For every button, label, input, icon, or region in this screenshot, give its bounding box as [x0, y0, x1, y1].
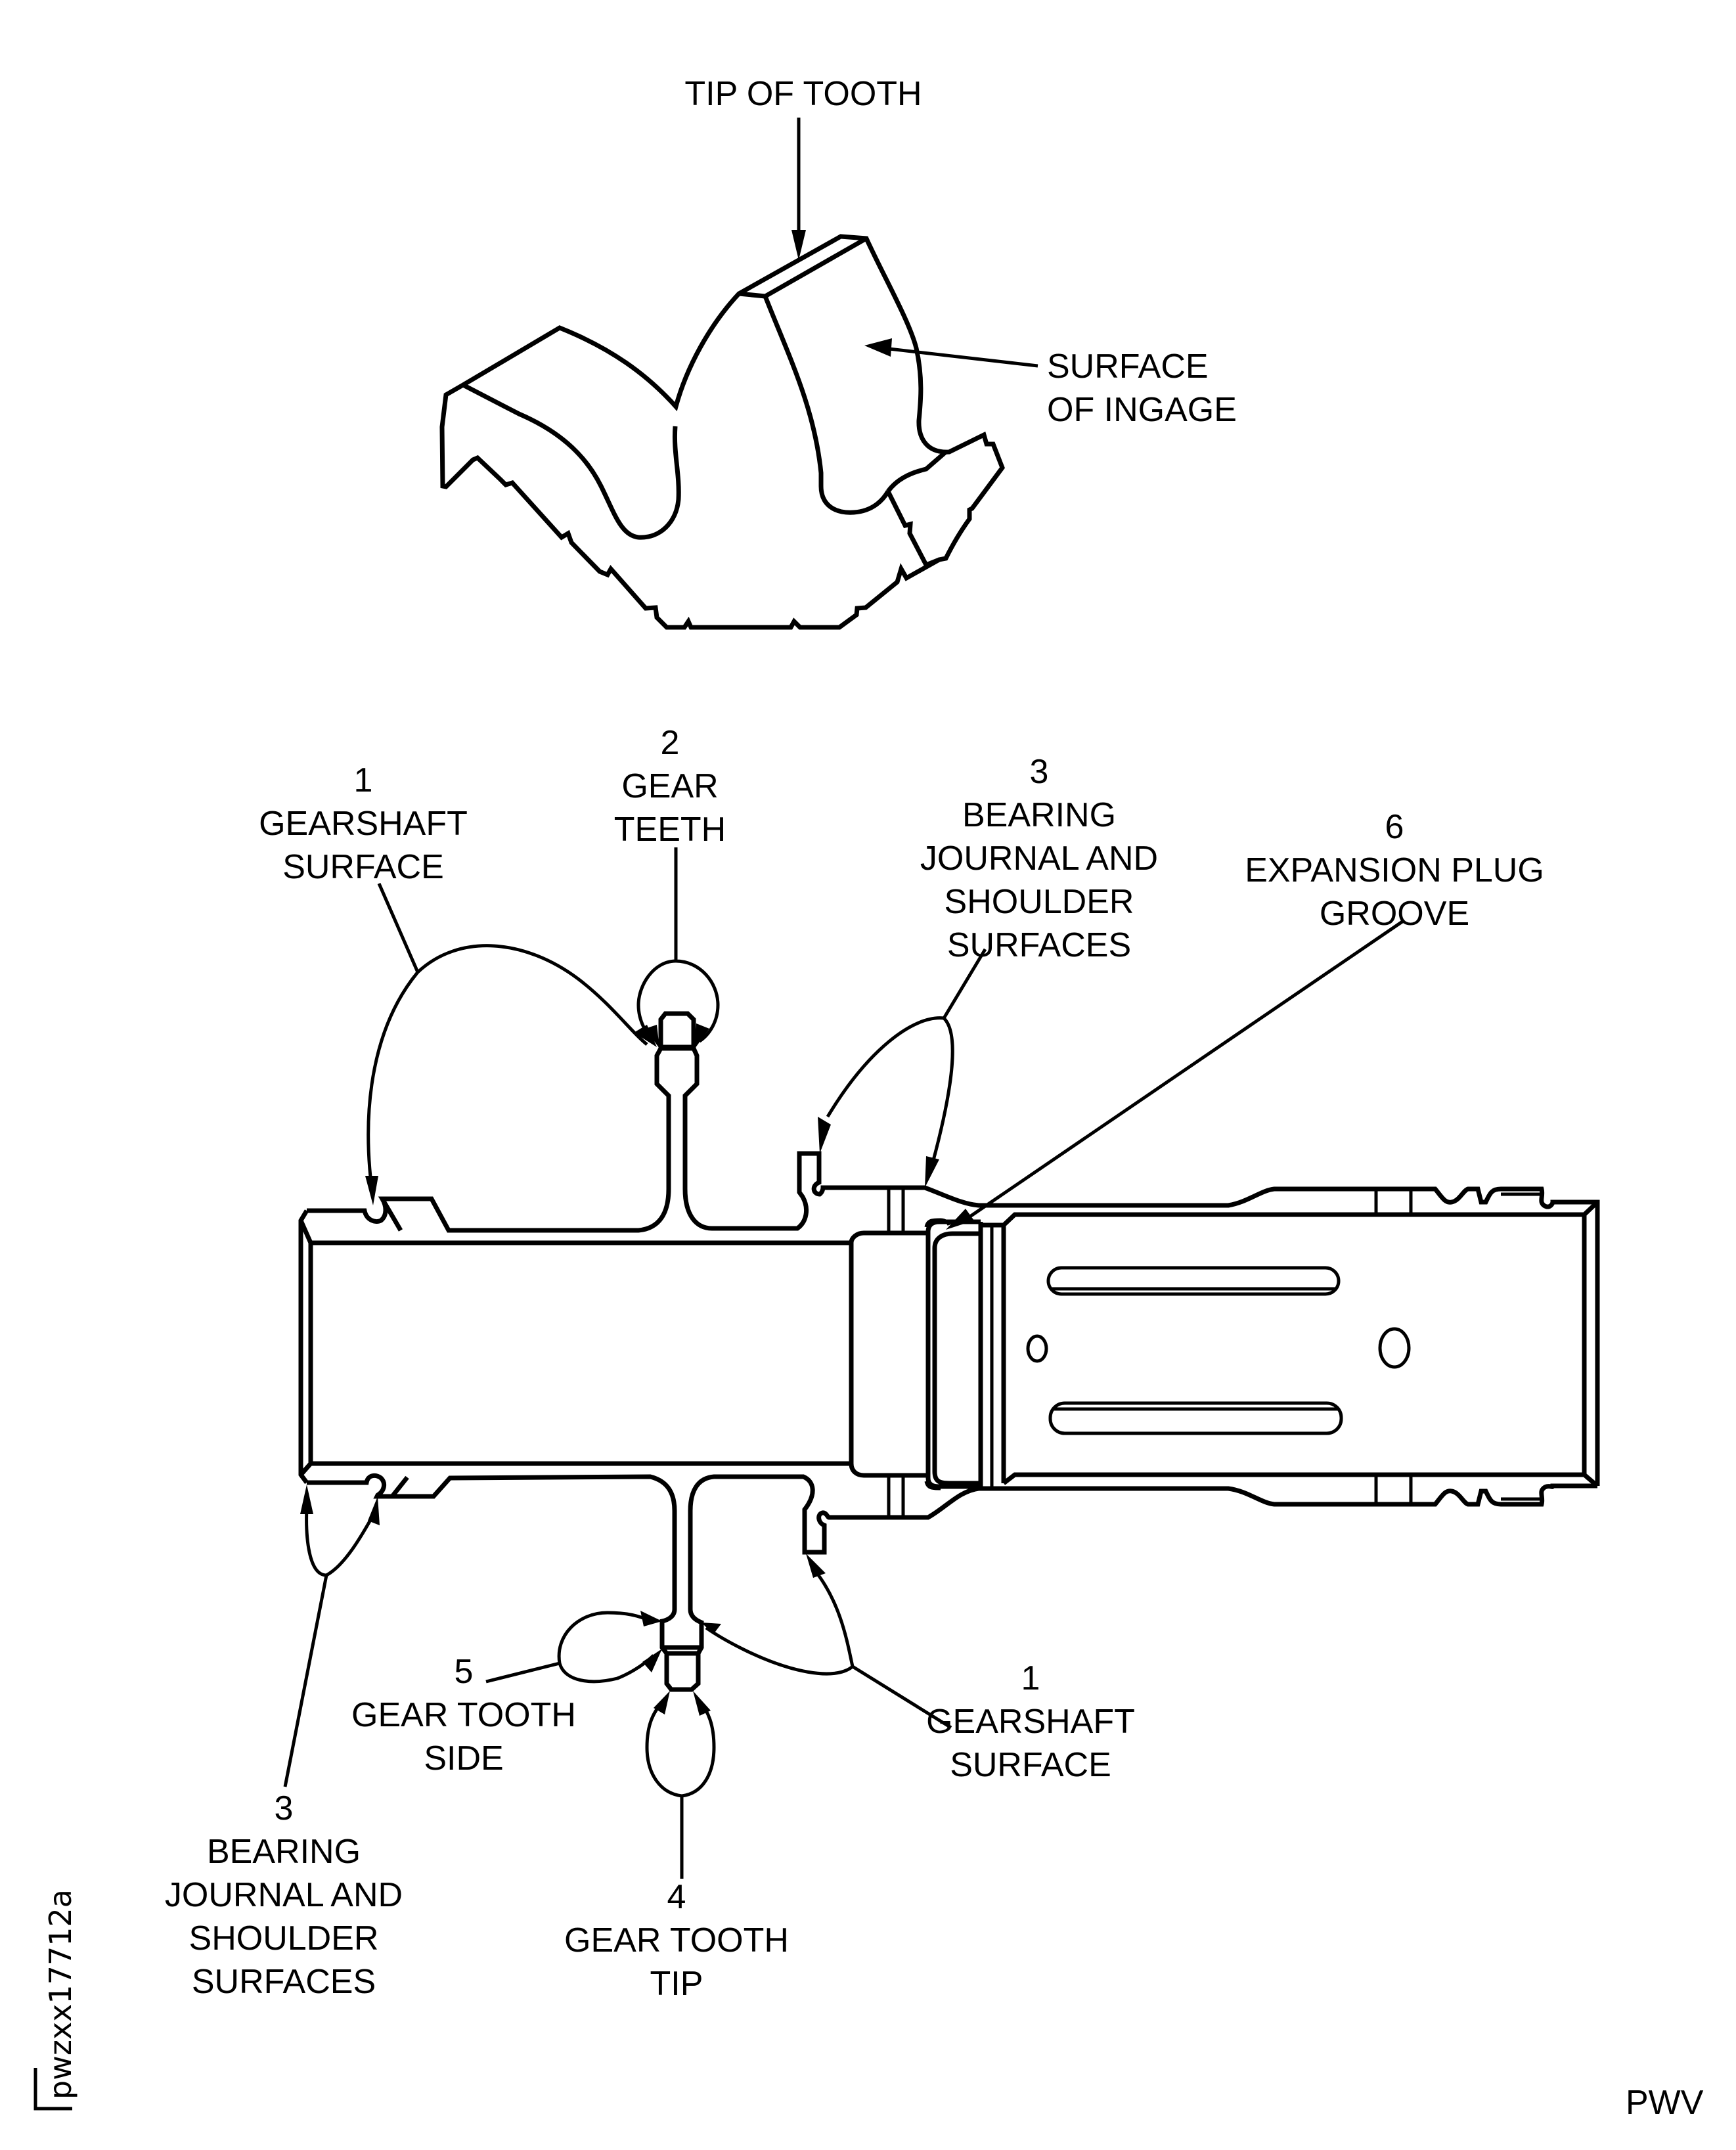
gear-face-edge	[462, 382, 681, 540]
arrowhead-icon	[642, 1649, 662, 1672]
surface-of-ingage-label-2: OF INGAGE	[1047, 391, 1237, 429]
arrowhead-icon	[946, 1209, 974, 1230]
figure-id: pwzxx17712a	[43, 1889, 78, 2099]
tip-of-tooth-label: TIP OF TOOTH	[684, 75, 922, 113]
journal-body	[849, 1230, 929, 1478]
gear-tooth-top	[658, 1011, 696, 1048]
callout-5-label: GEAR TOOTH	[351, 1696, 576, 1734]
callout-3b-label: SHOULDER	[189, 1919, 379, 1958]
expansion-plug	[925, 1219, 981, 1489]
bore-outer-left	[298, 1209, 309, 1485]
callout-labels: 1 GEARSHAFT SURFACE 2 GEAR TEETH 3 BEARI…	[165, 724, 1544, 2003]
leader-4	[645, 1700, 716, 1879]
callout-4-label: GEAR TOOTH	[564, 1921, 789, 1960]
gear-tooth-detail: TIP OF TOOTH SURFACE OF INGAGE	[439, 75, 1237, 630]
arrowhead-icon	[368, 1496, 380, 1525]
tooth-flank	[763, 295, 891, 515]
arrowhead-icon	[654, 1691, 670, 1714]
gear-tooth-outline	[439, 234, 1005, 630]
callout-leaders	[283, 847, 1404, 1879]
callout-4-number: 4	[667, 1878, 686, 1916]
arrowhead-icon	[634, 1025, 657, 1047]
arrowhead-icon	[640, 1611, 662, 1626]
callout-3-label: SURFACES	[947, 926, 1131, 964]
figure-id-bracket	[33, 2068, 72, 2111]
callout-5-number: 5	[455, 1653, 474, 1691]
arrowhead-icon	[695, 1023, 709, 1048]
upper-slot	[1046, 1266, 1341, 1296]
leader-6	[961, 920, 1404, 1224]
tooth-tip-face	[738, 236, 868, 299]
arrowhead-icon	[925, 1156, 939, 1188]
leader-3-top	[826, 948, 987, 1163]
shaft-ledge-top	[380, 1198, 403, 1232]
callout-2-number: 2	[661, 724, 680, 762]
arrowhead-icon	[791, 230, 806, 260]
callout-3b-label: BEARING	[207, 1833, 361, 1871]
leader-5	[485, 1611, 655, 1684]
shaft-bottom-profile	[307, 1473, 1597, 1692]
surface-leader-line	[883, 346, 1038, 368]
callout-3b-label: JOURNAL AND	[165, 1876, 403, 1914]
callout-5-label: SIDE	[424, 1739, 503, 1778]
callout-1-label: SURFACE	[282, 848, 444, 886]
pin-hole-large	[1378, 1327, 1411, 1369]
arrowhead-icon	[365, 1176, 378, 1205]
plug-groove-bump	[924, 1218, 951, 1490]
pin-hole-small	[1026, 1334, 1048, 1363]
surface-of-ingage-label-1: SURFACE	[1047, 347, 1209, 386]
arrowhead-icon	[645, 1025, 659, 1048]
figure-footer: pwzxx17712a PWV	[33, 1889, 1704, 2122]
arrowhead-icon	[806, 1554, 826, 1578]
publisher-code: PWV	[1626, 2084, 1704, 2122]
callout-3b-number: 3	[275, 1789, 294, 1827]
callout-6-number: 6	[1385, 808, 1404, 846]
bore-chamfer-left	[298, 1219, 313, 1477]
callout-1-number: 1	[354, 761, 373, 799]
lower-slot	[1048, 1401, 1343, 1435]
callout-1-label: GEARSHAFT	[259, 805, 468, 843]
callout-6-label: EXPANSION PLUG	[1245, 851, 1544, 889]
callout-3-number: 3	[1030, 753, 1049, 791]
arrowhead-icon	[864, 338, 892, 357]
arrowhead-icon	[693, 1691, 711, 1716]
leader-3-bottom	[283, 1507, 378, 1787]
callout-3-label: SHOULDER	[945, 883, 1134, 921]
callout-1b-number: 1	[1021, 1659, 1040, 1697]
callout-1b-label: SURFACE	[950, 1746, 1111, 1784]
callout-3b-label: SURFACES	[192, 1963, 376, 2001]
leader-1-bottom	[705, 1569, 952, 1730]
shaft-top-profile	[307, 1046, 1600, 1486]
callout-4-label: TIP	[650, 1965, 703, 2003]
callout-2-label: GEAR	[621, 767, 718, 805]
arrowhead-icon	[818, 1117, 831, 1153]
callout-2-label: TEETH	[614, 811, 726, 849]
fracture-edge	[885, 450, 948, 568]
callout-1b-label: GEARSHAFT	[926, 1703, 1135, 1741]
leader-1-top	[367, 882, 648, 1190]
callout-3-label: JOURNAL AND	[920, 840, 1158, 878]
shaft-ledge-bottom	[390, 1475, 409, 1498]
arrowhead-icon	[300, 1485, 313, 1514]
callout-6-label: GROOVE	[1320, 895, 1469, 933]
gearshaft-section	[298, 1011, 1600, 1692]
leader-2	[636, 847, 720, 1043]
arrowhead-icon	[701, 1623, 721, 1634]
spline-bore	[1002, 1200, 1599, 1488]
callout-3-label: BEARING	[962, 796, 1116, 834]
